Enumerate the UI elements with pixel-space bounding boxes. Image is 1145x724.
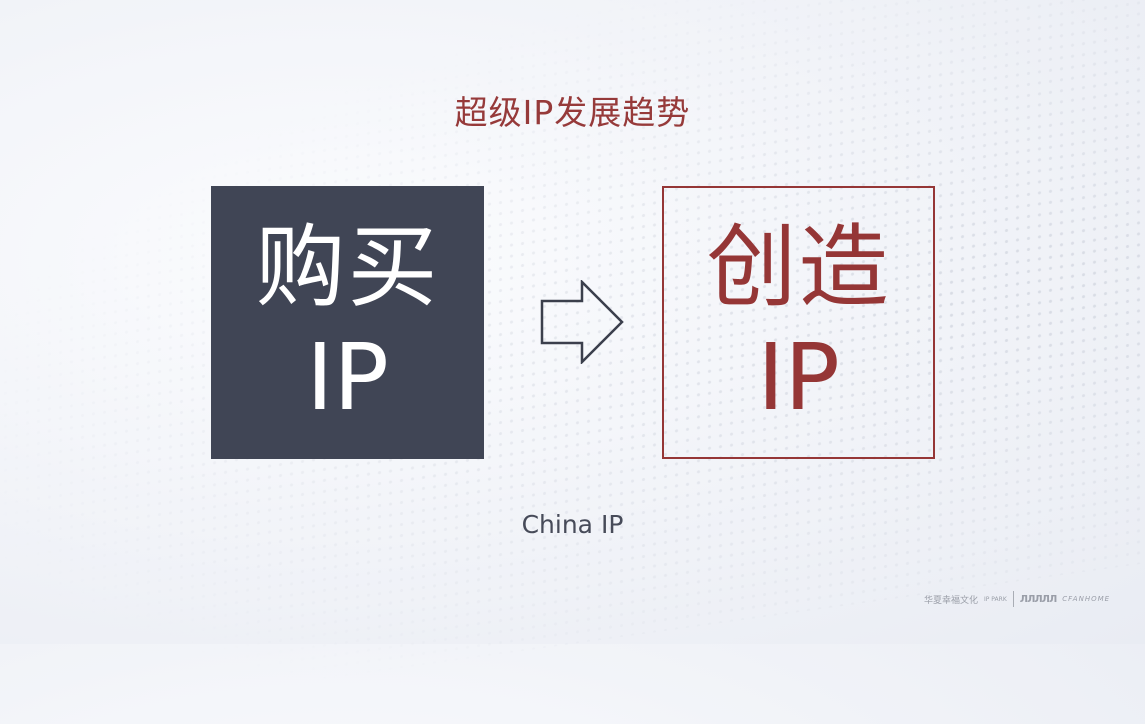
company-logo-text: 华夏幸福文化	[924, 595, 979, 606]
caption: China IP	[521, 510, 624, 539]
buy-ip-box: 购买 IP	[211, 186, 484, 459]
buy-label: 购买	[255, 214, 440, 320]
buy-ip-label: IP	[306, 323, 389, 431]
partner-logo-mark: ЛЛЛЛЛ	[1019, 593, 1058, 605]
company-logo-sub: IP PARK	[984, 595, 1007, 603]
create-label: 创造	[706, 214, 891, 320]
footer-logos: 华夏幸福文化 IP PARK ЛЛЛЛЛ CFANHOME	[924, 588, 1110, 610]
right-arrow-outline-icon	[540, 280, 624, 364]
create-ip-label: IP	[757, 323, 840, 431]
partner-logo-text: CFANHOME	[1062, 595, 1111, 603]
create-ip-box: 创造 IP	[662, 186, 935, 459]
slide-title: 超级IP发展趋势	[454, 93, 691, 132]
logo-divider	[1012, 591, 1014, 607]
